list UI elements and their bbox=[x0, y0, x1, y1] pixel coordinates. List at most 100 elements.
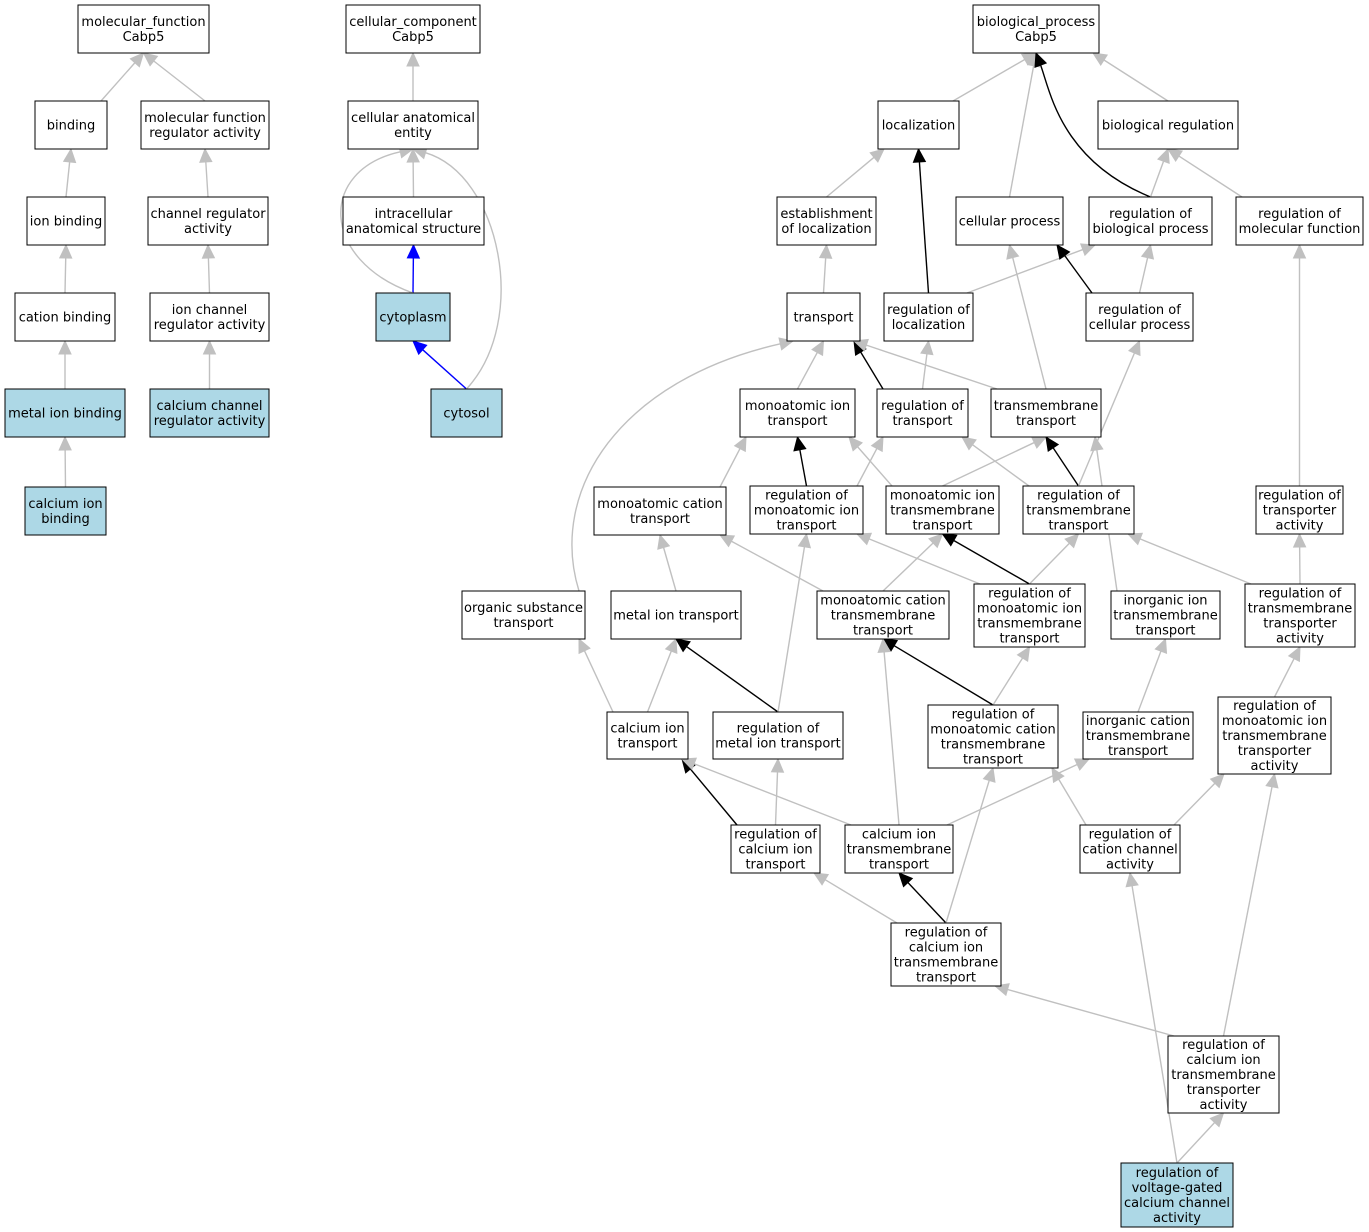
edge-ionbind-to-binding bbox=[62, 147, 77, 198]
edge-monoiontm-to-tmtrans bbox=[942, 436, 1048, 487]
node-label-line: transmembrane bbox=[1113, 609, 1218, 624]
node-box bbox=[1022, 485, 1135, 535]
arrowhead bbox=[1126, 532, 1144, 546]
node-label-line: molecular function bbox=[1239, 222, 1361, 237]
edge-catbind-to-ionbind bbox=[58, 243, 73, 294]
edge-monocat-to-monoion bbox=[719, 435, 747, 488]
edge-chanreg-to-mfreg bbox=[199, 147, 213, 198]
edge-estloc-to-loc bbox=[826, 148, 885, 198]
node-label-line: transport bbox=[916, 971, 976, 986]
arrowhead bbox=[412, 340, 428, 356]
arrowhead bbox=[406, 243, 421, 259]
edge-monoion-to-transport bbox=[796, 339, 825, 390]
arrowhead bbox=[1154, 637, 1168, 655]
node-box bbox=[712, 711, 844, 760]
edge-regmonoion-to-monoion bbox=[793, 435, 808, 487]
go-term-node-binding[interactable]: binding bbox=[34, 100, 108, 150]
node-label-line: transport bbox=[767, 414, 827, 429]
go-term-node-cytoplasm[interactable]: cytoplasm bbox=[375, 292, 451, 342]
node-label-line: calcium ion bbox=[610, 722, 684, 737]
node-label-line: transport bbox=[1135, 624, 1195, 639]
arrowhead bbox=[920, 339, 934, 356]
node-label-line: transport bbox=[963, 753, 1023, 768]
go-term-node-ionbind[interactable]: ion binding bbox=[26, 196, 106, 246]
node-label-line: calcium ion bbox=[28, 497, 102, 512]
go-term-node-transport[interactable]: transport bbox=[786, 292, 861, 342]
node-label-line: molecular function bbox=[144, 111, 266, 126]
node-label-line: cellular process bbox=[959, 215, 1061, 230]
go-term-node-metalbind[interactable]: metal ion binding bbox=[4, 388, 126, 438]
arrowhead bbox=[680, 757, 698, 771]
node-label-line: metal ion binding bbox=[8, 407, 122, 422]
node-box bbox=[730, 824, 821, 874]
node-box bbox=[816, 590, 950, 640]
go-term-node-cytosol[interactable]: cytosol bbox=[430, 388, 503, 438]
edge-binding-to-mf bbox=[100, 52, 145, 102]
node-label-line: biological_process bbox=[977, 15, 1096, 30]
node-box bbox=[1167, 1035, 1280, 1114]
edge-regmetal-to-regmonoion bbox=[777, 532, 812, 713]
node-label-line: activity bbox=[1251, 759, 1299, 774]
arrowhead bbox=[58, 339, 72, 355]
node-label-line: activity bbox=[1276, 519, 1324, 534]
node-box bbox=[927, 704, 1059, 769]
node-label-line: transmembrane bbox=[941, 738, 1046, 753]
edge-regbio-to-bioreg bbox=[1149, 147, 1170, 198]
node-label-line: regulation of bbox=[1258, 207, 1341, 222]
go-term-node-catbind[interactable]: cation binding bbox=[14, 292, 116, 342]
edge-regvgcc-to-regcaiontmact bbox=[1176, 1112, 1225, 1164]
node-label-line: activity bbox=[1153, 1211, 1201, 1226]
node-label-line: transmembrane bbox=[831, 609, 936, 624]
node-box bbox=[140, 100, 270, 150]
edge-regtrans-to-regloc bbox=[920, 339, 934, 390]
go-term-node-loc[interactable]: localization bbox=[877, 100, 960, 150]
go-term-node-bioreg[interactable]: biological regulation bbox=[1097, 100, 1239, 150]
go-term-node-metalion[interactable]: metal ion transport bbox=[610, 590, 742, 640]
go-term-node-cellproc[interactable]: cellular process bbox=[955, 196, 1064, 246]
edge-caion-to-metalion bbox=[646, 637, 678, 713]
node-box bbox=[606, 711, 689, 760]
arrowhead bbox=[406, 147, 420, 163]
go-term-node-regtmtransact[interactable]: regulation oftransmembranetransporteract… bbox=[1244, 583, 1356, 648]
edge-regtm-to-regtrans bbox=[961, 436, 1030, 487]
